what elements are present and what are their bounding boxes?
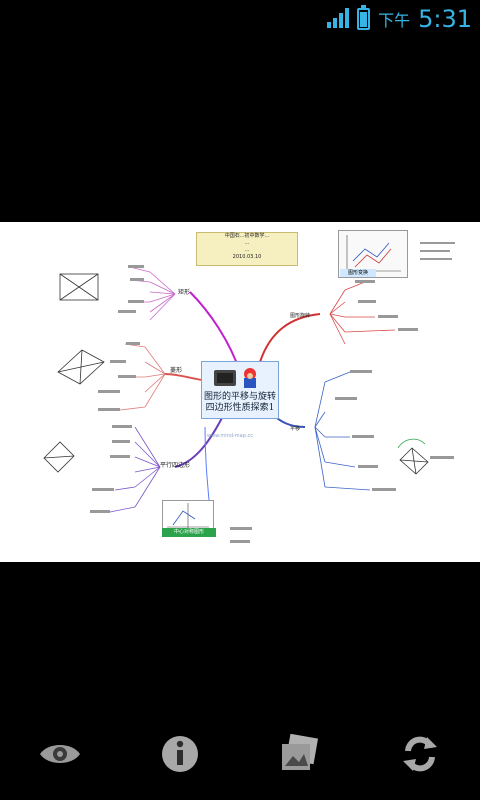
image-viewer[interactable]: 矩形 菱形 平行四边形 图形旋转 平移 中国石...初中数学... ... ..… [0,222,480,562]
branch-label-translation: 平移 [290,425,300,432]
status-bar: 下午 5:31 [0,0,480,38]
picture-icon [282,734,319,770]
clock-ampm: 下午 [378,11,411,30]
note-line-3: ... [244,247,250,253]
status-icons: 下午 5:31 [327,4,472,34]
signal-icon [327,8,350,30]
note-line-4: 2010.03.10 [232,254,262,260]
mascot-image [214,368,256,388]
header-note: 中国石...初中数学... ... ... 2010.03.10 [196,232,298,266]
branch-line [259,313,321,363]
mindmap-image: 矩形 菱形 平行四边形 图形旋转 平移 [43,242,455,543]
note-line-1: 中国石...初中数学... [224,233,270,239]
branch-label-rectangle: 矩形 [178,288,190,296]
info-icon [162,736,198,772]
note-line-2: ... [244,240,250,246]
branch-label-rhombus: 菱形 [170,366,182,374]
center-topic: 图形的平移与旋转 四边形性质探索1 [201,361,279,419]
rotation-diagram [397,438,429,475]
bottom-toolbar [0,718,480,790]
clock-time: 5:31 [418,5,472,33]
branch-label-parallelogram: 平行四边形 [160,461,190,469]
graph-thumbnail-label: 图形变换 [340,269,376,277]
rhombus-diagram [57,349,105,385]
view-button[interactable] [30,724,90,784]
parallelogram-diagram [43,441,75,473]
symmetry-thumbnail-label: 中心对称图形 [162,528,216,537]
center-title: 图形的平移与旋转 四边形性质探索1 [204,392,277,413]
branch-line [189,291,241,373]
branch-line [174,411,226,468]
branch-label-rotation: 图形旋转 [290,312,310,319]
battery-icon [357,5,371,30]
watermark: www.mind-map.cc [207,433,254,439]
eye-icon [40,745,80,763]
info-button[interactable] [150,724,210,784]
refresh-icon [403,736,437,772]
rotate-button[interactable] [390,724,450,784]
rectangle-diagram [59,273,99,301]
wallpaper-button[interactable] [270,724,330,784]
